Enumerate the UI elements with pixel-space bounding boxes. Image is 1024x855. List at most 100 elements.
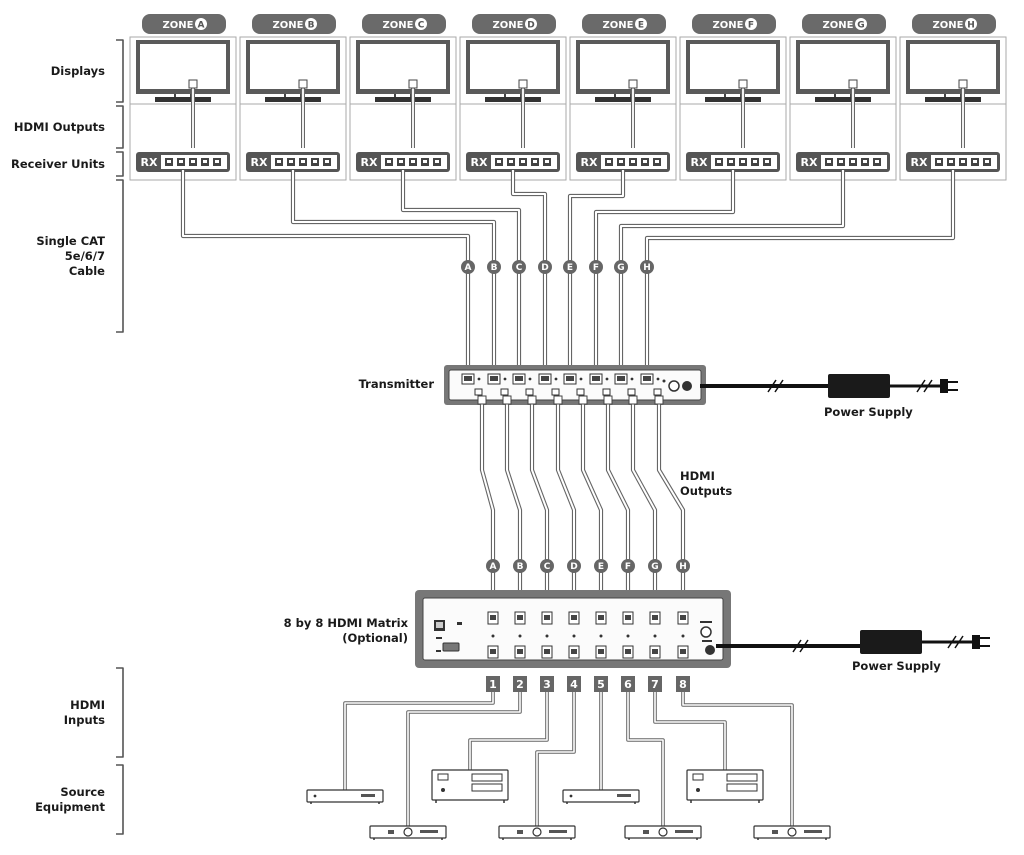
matrix-out-badge-g: G (648, 559, 662, 573)
receiver-unit: RX (356, 152, 450, 172)
power-brick-icon-2 (860, 630, 922, 654)
matrix-out-badge-a-text: A (490, 562, 497, 572)
receiver-label: RX (471, 156, 488, 169)
receiver-label: RX (251, 156, 268, 169)
zone-tab (582, 14, 666, 34)
display-icon (906, 40, 1000, 102)
cat-port-badge-e: E (563, 260, 577, 274)
source-equipment-label-1: Source (60, 785, 105, 799)
matrix-out-badge-d: D (567, 559, 581, 573)
matrix-out-badge-c-text: C (544, 562, 551, 572)
zone-tab (142, 14, 226, 34)
cat-port-badge-e-text: E (567, 263, 573, 273)
zone-tab (802, 14, 886, 34)
hdmi-output-cable-f (605, 398, 631, 612)
hdmi-input-cable-6 (626, 690, 665, 826)
hdmi-output-cable-g (630, 398, 658, 612)
input-number-text: 3 (543, 678, 551, 691)
receiver-unit: RX (466, 152, 560, 172)
input-number-badge-8: 8 (676, 676, 690, 692)
zone-tab-text: ZONE (713, 20, 744, 31)
tx-power-port-icon (668, 380, 680, 392)
cat-port-badge-d-text: D (541, 263, 548, 273)
source-device-8-icon (753, 825, 831, 840)
source-equipment-label-2: Equipment (35, 800, 105, 814)
matrix-out-badge-e-text: E (598, 562, 604, 572)
cat-port-badge-h-text: H (643, 263, 651, 273)
receiver-units-label: Receiver Units (11, 157, 105, 171)
cat-port-badge-f-text: F (593, 263, 599, 273)
matrix-out-badge-b: B (513, 559, 527, 573)
input-number-badge-2: 2 (513, 676, 527, 692)
input-number-text: 7 (651, 678, 659, 691)
zone-b: ZONE B RX (239, 14, 347, 181)
hdmi-inputs-label-1: HDMI (70, 698, 105, 712)
input-number-badge-4: 4 (567, 676, 581, 692)
zone-letter: B (308, 21, 315, 31)
input-number-badge-6: 6 (621, 676, 635, 692)
cat-port-badge-c-text: C (516, 263, 523, 273)
zone-tab (362, 14, 446, 34)
receiver-unit: RX (686, 152, 780, 172)
receiver-unit: RX (136, 152, 230, 172)
matrix-out-badge-h-text: H (679, 562, 687, 572)
cat-cable-e (567, 170, 626, 376)
receiver-label: RX (141, 156, 158, 169)
source-device-3-icon (431, 769, 509, 803)
cat-port-badge-h: H (640, 260, 654, 274)
zone-tab-text: ZONE (823, 20, 854, 31)
matrix-out-badge-h: H (676, 559, 690, 573)
matrix-out-badge-e: E (594, 559, 608, 573)
zone-tab (692, 14, 776, 34)
source-device-5-icon (562, 789, 640, 804)
receiver-unit: RX (906, 152, 1000, 172)
display-icon (576, 40, 670, 102)
input-number-badge-5: 5 (594, 676, 608, 692)
matrix-label-1: 8 by 8 HDMI Matrix (284, 616, 409, 630)
hdmi-input-cable-4 (535, 690, 576, 826)
hdmi-output-cable-b (504, 398, 523, 612)
source-device-6-icon (624, 825, 702, 840)
cat-port-badge-f: F (589, 260, 603, 274)
receiver-unit: RX (576, 152, 670, 172)
cat-port-badge-a: A (461, 260, 475, 274)
hdmi-output-cable-e (580, 398, 604, 612)
hdmi-outputs-label: HDMI Outputs (14, 120, 105, 134)
hdmi-outputs-mid-label-2: Outputs (680, 484, 732, 498)
source-device-1-icon (306, 789, 384, 804)
cat-port-badge-g-text: G (617, 263, 624, 273)
hdmi-input-cable-7 (653, 690, 727, 770)
receiver-label: RX (801, 156, 818, 169)
displays-label: Displays (51, 64, 105, 78)
zone-c: ZONE C RX (349, 14, 457, 181)
zone-letter: E (638, 21, 644, 31)
display-icon (686, 40, 780, 102)
zone-letter: C (418, 21, 425, 31)
zone-tab-text: ZONE (273, 20, 304, 31)
hdmi-outputs-mid-label-1: HDMI (680, 469, 715, 483)
hdmi-output-cable-c (529, 398, 550, 612)
zone-letter: H (967, 21, 975, 31)
hdmi-input-cable-2 (406, 690, 522, 826)
source-device-7-icon (686, 769, 764, 803)
input-number-badge-1: 1 (486, 676, 500, 692)
cat-port-badge-c: C (512, 260, 526, 274)
zone-tab-text: ZONE (383, 20, 414, 31)
display-icon (796, 40, 890, 102)
hdmi-inputs-label-2: Inputs (64, 713, 105, 727)
cat-cable-label-1: Single CAT (36, 234, 105, 248)
left-brackets (116, 39, 124, 835)
cat-cable-label-3: Cable (69, 264, 105, 278)
cat-cable-label-2: 5e/6/7 (65, 249, 105, 263)
matrix-out-badge-d-text: D (570, 562, 577, 572)
display-icon (356, 40, 450, 102)
receiver-unit: RX (796, 152, 890, 172)
source-equipment (306, 769, 831, 840)
